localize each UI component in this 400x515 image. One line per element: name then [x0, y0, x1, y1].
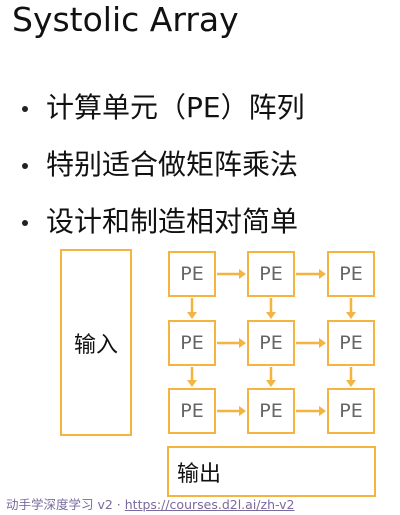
pe-label: PE: [339, 332, 363, 354]
bullet-item: 设计和制造相对简单: [22, 200, 305, 257]
pe-label: PE: [180, 263, 204, 285]
output-label: 输出: [177, 461, 222, 487]
pe-cell: PE: [327, 320, 375, 366]
right-arrow-icon: [217, 338, 246, 348]
down-arrow-icon: [187, 367, 197, 387]
bullet-text: 设计和制造相对简单: [46, 205, 299, 238]
bullet-text: 计算单元（PE）阵列: [46, 91, 305, 124]
footer-link[interactable]: https://courses.d2l.ai/zh-v2: [124, 497, 295, 512]
right-arrow-icon: [296, 269, 326, 279]
input-label: 输入: [73, 332, 118, 358]
right-arrow-icon: [217, 406, 246, 416]
footer-source: 动手学深度学习 v2 ·: [6, 497, 125, 512]
right-arrow-icon: [296, 406, 326, 416]
down-arrow-icon: [346, 298, 356, 319]
pe-label: PE: [259, 332, 283, 354]
pe-label: PE: [339, 400, 363, 422]
pe-cell: PE: [168, 320, 216, 366]
bullet-text: 特别适合做矩阵乘法: [46, 148, 299, 181]
bullet-dot-icon: [22, 220, 28, 226]
down-arrow-icon: [266, 367, 276, 387]
footer: 动手学深度学习 v2 · https://courses.d2l.ai/zh-v…: [6, 494, 295, 513]
right-arrow-icon: [217, 269, 246, 279]
right-arrow-icon: [296, 338, 326, 348]
pe-cell: PE: [168, 388, 216, 434]
pe-cell: PE: [247, 320, 295, 366]
pe-cell: PE: [247, 251, 295, 297]
pe-label: PE: [180, 332, 204, 354]
input-box: 输入: [60, 249, 132, 436]
bullet-item: 特别适合做矩阵乘法: [22, 143, 305, 200]
pe-cell: PE: [247, 388, 295, 434]
bullet-dot-icon: [22, 106, 28, 112]
down-arrow-icon: [187, 298, 197, 319]
pe-cell: PE: [327, 388, 375, 434]
pe-label: PE: [339, 263, 363, 285]
pe-cell: PE: [327, 251, 375, 297]
slide-title: Systolic Array: [12, 0, 239, 39]
pe-label: PE: [259, 263, 283, 285]
down-arrow-icon: [266, 298, 276, 319]
pe-cell: PE: [168, 251, 216, 297]
bullet-list: 计算单元（PE）阵列 特别适合做矩阵乘法 设计和制造相对简单: [22, 86, 305, 257]
bullet-dot-icon: [22, 163, 28, 169]
pe-label: PE: [180, 400, 204, 422]
pe-label: PE: [259, 400, 283, 422]
output-box: 输出: [167, 446, 376, 497]
down-arrow-icon: [346, 367, 356, 387]
bullet-item: 计算单元（PE）阵列: [22, 86, 305, 143]
